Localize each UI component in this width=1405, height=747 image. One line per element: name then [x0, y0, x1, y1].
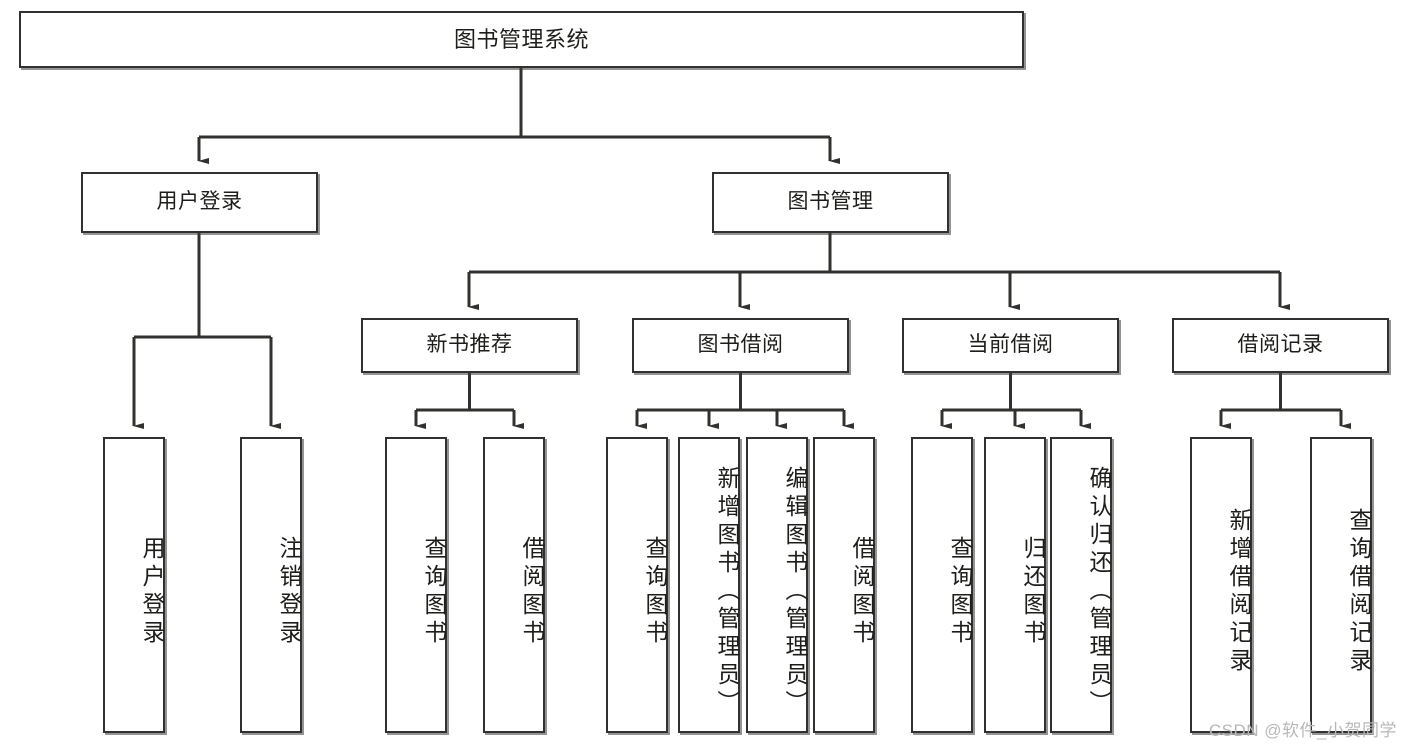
- leaf-node[interactable]: 查询图书: [385, 437, 447, 733]
- node-book-borrow-label: 图书借阅: [697, 333, 784, 357]
- node-current-borrow[interactable]: 当前借阅: [902, 318, 1119, 373]
- leaf-node-label: 确认归还（管理员）: [1086, 466, 1112, 718]
- leaf-node[interactable]: 新增借阅记录: [1190, 437, 1252, 733]
- leaf-node-label: 查询借阅记录: [1346, 508, 1372, 676]
- leaf-node-label: 借阅图书: [519, 536, 545, 648]
- leaf-node-label: 查询图书: [421, 536, 447, 648]
- leaf-node-label: 注销登录: [276, 536, 302, 648]
- node-root[interactable]: 图书管理系统: [19, 11, 1024, 68]
- node-book-management[interactable]: 图书管理: [712, 172, 949, 233]
- leaf-node-label: 用户登录: [139, 536, 165, 648]
- leaf-node-label: 借阅图书: [849, 536, 875, 648]
- leaf-node[interactable]: 借阅图书: [813, 437, 875, 733]
- leaf-node-label: 编辑图书（管理员）: [782, 466, 808, 718]
- node-new-book-recommend[interactable]: 新书推荐: [361, 318, 578, 373]
- node-current-borrow-label: 当前借阅: [967, 333, 1054, 357]
- leaf-node-label: 查询图书: [947, 536, 973, 648]
- node-book-borrow[interactable]: 图书借阅: [632, 318, 849, 373]
- leaf-node[interactable]: 借阅图书: [483, 437, 545, 733]
- leaf-node[interactable]: 注销登录: [240, 437, 302, 733]
- leaf-node[interactable]: 新增图书（管理员）: [678, 437, 740, 733]
- leaf-node[interactable]: 查询借阅记录: [1310, 437, 1372, 733]
- node-root-label: 图书管理系统: [453, 26, 589, 52]
- leaf-node[interactable]: 用户登录: [103, 437, 165, 733]
- leaf-node-label: 新增图书（管理员）: [714, 466, 740, 718]
- leaf-node-label: 归还图书: [1020, 536, 1046, 648]
- leaf-node[interactable]: 编辑图书（管理员）: [746, 437, 808, 733]
- node-new-book-recommend-label: 新书推荐: [426, 333, 513, 357]
- leaf-node[interactable]: 归还图书: [984, 437, 1046, 733]
- node-borrow-record[interactable]: 借阅记录: [1172, 318, 1389, 373]
- node-book-management-label: 图书管理: [787, 190, 874, 214]
- node-borrow-record-label: 借阅记录: [1237, 333, 1324, 357]
- leaf-node[interactable]: 确认归还（管理员）: [1050, 437, 1112, 733]
- node-user-login[interactable]: 用户登录: [81, 172, 318, 233]
- leaf-node[interactable]: 查询图书: [911, 437, 973, 733]
- leaf-node-label: 查询图书: [642, 536, 668, 648]
- leaf-node[interactable]: 查询图书: [606, 437, 668, 733]
- node-user-login-label: 用户登录: [156, 190, 243, 214]
- leaf-node-label: 新增借阅记录: [1226, 508, 1252, 676]
